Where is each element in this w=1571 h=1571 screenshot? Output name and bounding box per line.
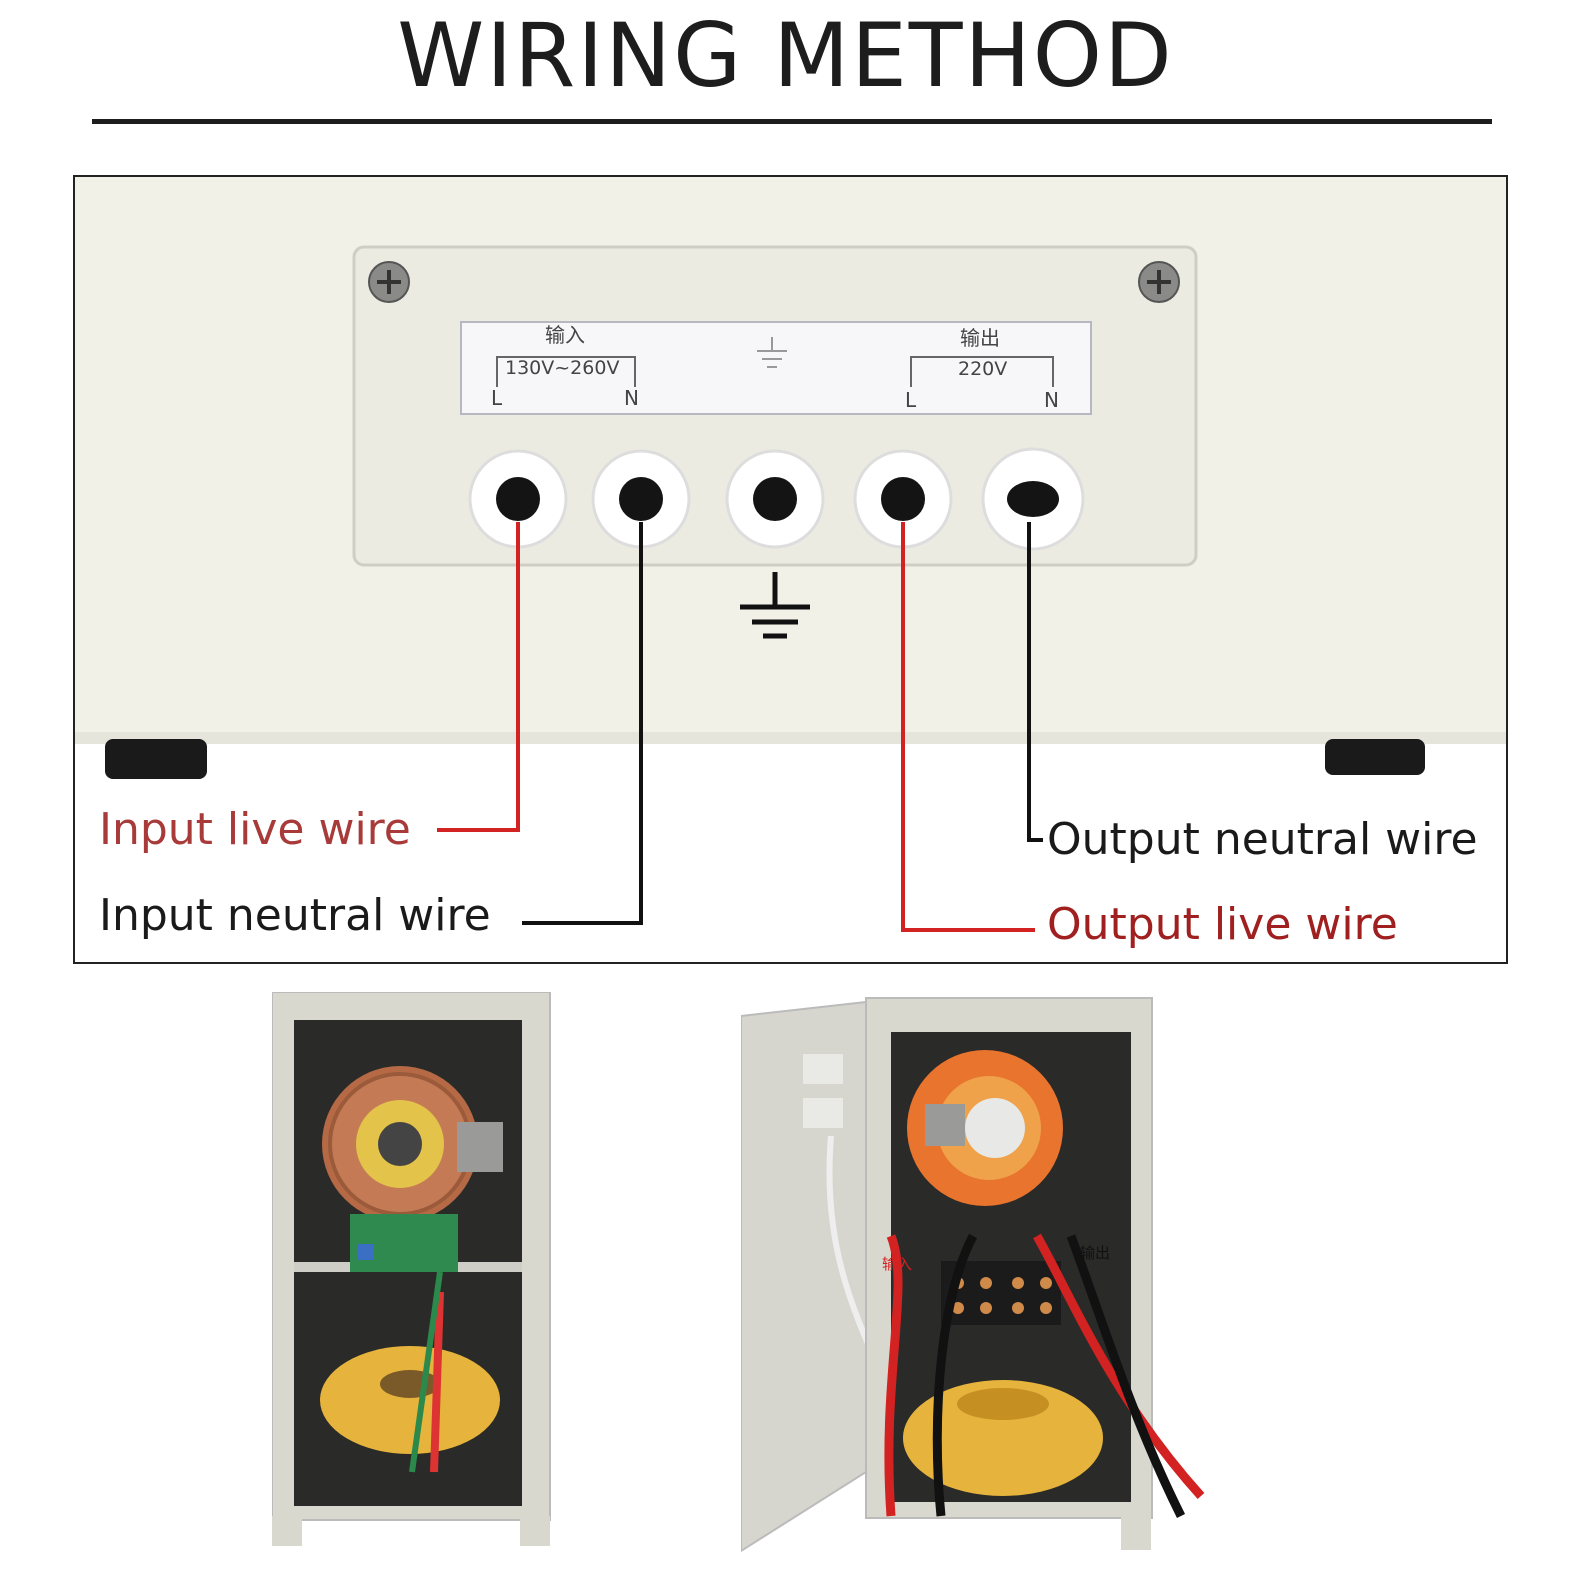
input-heading: 输入 <box>545 323 585 347</box>
title-divider <box>92 119 1492 124</box>
cabinet-output-tag: 输出 <box>1080 1244 1110 1262</box>
input-neutral-wire-line <box>522 522 643 925</box>
input-n-mark: N <box>624 386 639 410</box>
regulator-cabinet-left <box>272 992 551 1546</box>
input-live-wire-label: Input live wire <box>99 804 411 855</box>
device-foot-right <box>1325 739 1425 775</box>
input-neutral-wire-label: Input neutral wire <box>99 890 491 941</box>
output-neutral-wire-line <box>1027 522 1043 842</box>
device-foot-left <box>105 739 207 779</box>
screw-icon <box>368 261 410 303</box>
ground-symbol-icon <box>740 572 810 639</box>
input-l-mark: L <box>491 386 503 410</box>
output-live-wire-label: Output live wire <box>1047 899 1398 950</box>
wiring-diagram-drawing <box>75 177 1506 932</box>
output-neutral-wire-label: Output neutral wire <box>1047 814 1478 865</box>
input-range: 130V~260V <box>505 357 620 379</box>
output-voltage: 220V <box>958 358 1008 380</box>
output-n-mark: N <box>1044 388 1059 412</box>
output-l-mark: L <box>905 388 917 412</box>
input-live-wire-line <box>437 522 520 832</box>
wiring-diagram: 输入 130V~260V 输出 220V L N L N Input live … <box>73 175 1508 964</box>
output-heading: 输出 <box>960 326 1000 350</box>
screw-icon <box>1138 261 1180 303</box>
page-title: WIRING METHOD <box>397 4 1174 107</box>
device-bottom-edge <box>75 732 1506 744</box>
regulator-cabinet-right: 输入 输出 <box>741 997 1205 1553</box>
ground-symbol-icon <box>757 337 787 368</box>
output-live-wire-line <box>901 522 1035 932</box>
